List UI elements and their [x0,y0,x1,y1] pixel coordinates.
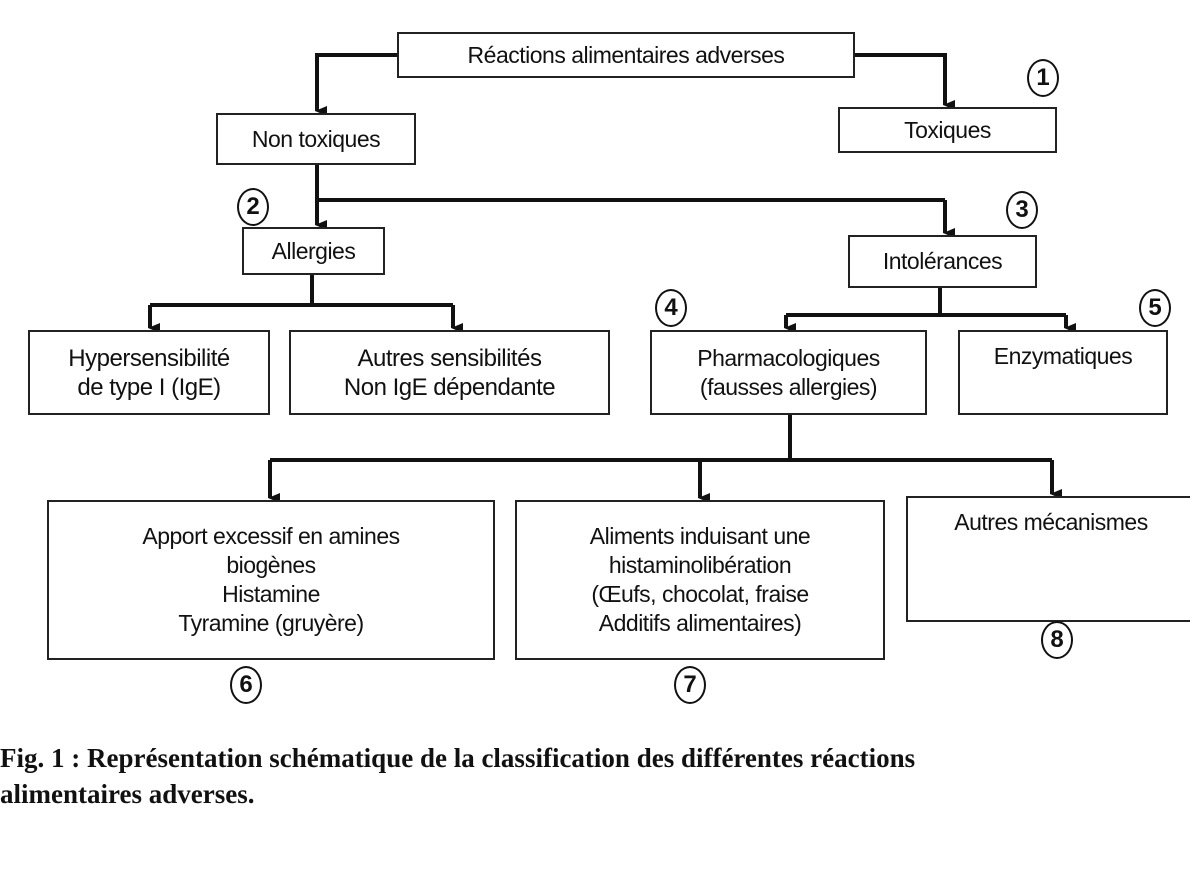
number-badge-6: 6 [230,666,262,704]
node-root: Réactions alimentaires adverses [397,32,855,78]
node-enzymatic: Enzymatiques [958,330,1168,415]
edge-allergies-split [150,275,453,307]
caption-line: Fig. 1 : Représentation schématique de l… [0,743,916,773]
node-label: Pharmacologiques [697,344,880,371]
edge-root-toxic [855,53,955,110]
number-badge-5: 5 [1139,289,1171,327]
node-label: de type I (IgE) [77,373,221,401]
number-badge-4: 4 [655,289,687,327]
edge-nontoxic-split [315,165,945,202]
node-pharmacological: Pharmacologiques (fausses allergies) [650,330,927,415]
node-intolerances: Intolérances [848,235,1037,288]
node-biogenic-amines: Apport excessif en amines biogènes Hista… [47,500,495,660]
node-label: Tyramine (gruyère) [178,610,364,636]
edge-root-nontoxic [315,53,397,116]
edge-pharmaco-split [270,415,1052,462]
node-label: Intolérances [882,248,1003,274]
node-label: biogènes [226,552,316,578]
node-label: Non IgE dépendante [343,373,556,401]
node-label: Aliments induisant une [589,523,811,549]
node-allergies: Allergies [242,227,385,275]
node-label: (Œufs, chocolat, fraise [591,581,809,607]
node-label: Enzymatiques [993,343,1133,369]
node-other-mechanisms: Autres mécanismes [906,496,1190,622]
node-other-sensitivities: Autres sensibilités Non IgE dépendante [289,330,610,415]
node-label: Additifs alimentaires) [598,610,802,636]
edge-intolerances-split [786,288,1066,317]
node-histamine-release: Aliments induisant une histaminolibérati… [515,500,885,660]
node-toxic: Toxiques [838,107,1057,153]
node-non-toxic: Non toxiques [216,113,416,165]
node-label: Apport excessif en amines [142,523,400,549]
number-badge-2: 2 [237,188,269,226]
number-badge-1: 1 [1027,59,1059,97]
node-label: Autres sensibilités [357,344,542,372]
figure-caption: Fig. 1 : Représentation schématique de l… [0,740,1190,812]
number-badge-8: 8 [1041,621,1073,659]
node-label: Hypersensibilité [68,344,230,372]
node-hypersensitivity: Hypersensibilité de type I (IgE) [28,330,270,415]
node-label: (fausses allergies) [699,373,878,400]
node-label: Réactions alimentaires adverses [467,41,785,68]
number-badge-3: 3 [1006,191,1038,229]
node-label: Histamine [222,581,320,607]
number-badge-7: 7 [674,666,706,704]
node-label: Autres mécanismes [954,509,1148,535]
node-label: Allergies [271,237,356,264]
node-label: histaminolibération [608,552,792,578]
caption-line: alimentaires adverses. [0,779,255,809]
node-label: Non toxiques [251,125,381,152]
node-label: Toxiques [904,116,991,143]
